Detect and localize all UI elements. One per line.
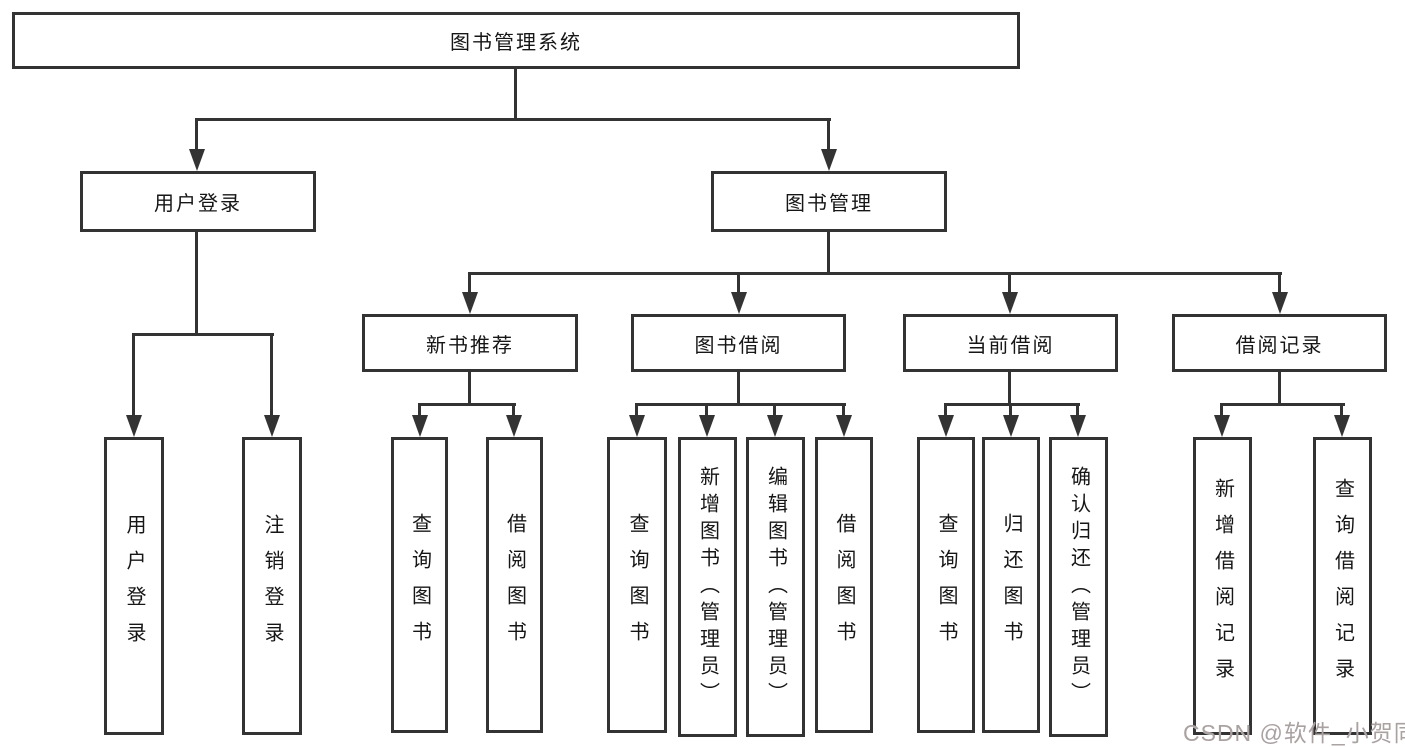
connector-current-rail: [944, 403, 1080, 406]
leaf-current-return: 归还图书: [982, 437, 1040, 733]
connector-arrow-stem: [512, 403, 515, 418]
arrowhead-down-icon: [126, 415, 142, 437]
node-borrow-records-label: 借阅记录: [1235, 334, 1324, 357]
connector-arrow-stem: [773, 403, 776, 418]
arrowhead-down-icon: [731, 292, 747, 314]
node-borrowing: 图书借阅: [631, 314, 846, 372]
leaf-records-add: 新增借阅记录: [1193, 437, 1252, 735]
connector-borrowing-rail: [635, 403, 846, 406]
connector-records-stem: [1278, 372, 1281, 406]
leaf-records-query: 查询借阅记录: [1313, 437, 1372, 735]
arrowhead-down-icon: [938, 415, 954, 437]
node-borrowing-label: 图书借阅: [694, 334, 783, 357]
leaf-borrowing-edit: 编辑图书（管理员）: [746, 437, 805, 737]
arrowhead-down-icon: [1214, 415, 1230, 437]
connector-arrow-stem: [842, 403, 845, 418]
leaf-label: 查询图书: [935, 513, 957, 657]
node-current-borrow-label: 当前借阅: [966, 334, 1055, 357]
leaf-user-login: 用户登录: [104, 437, 164, 735]
connector-records-rail: [1220, 403, 1345, 406]
leaf-newbooks-query: 查询图书: [391, 437, 448, 733]
leaf-borrowing-borrow: 借阅图书: [815, 437, 873, 733]
leaf-borrowing-query: 查询图书: [607, 437, 667, 733]
leaf-logout: 注销登录: [242, 437, 302, 735]
arrowhead-down-icon: [264, 415, 280, 437]
leaf-label: 新增图书（管理员）: [696, 465, 719, 709]
arrowhead-down-icon: [1334, 415, 1350, 437]
arrowhead-down-icon: [462, 292, 478, 314]
connector-level3-rail: [468, 272, 1282, 275]
connector-borrowing-stem: [737, 372, 740, 406]
arrowhead-down-icon: [412, 415, 428, 437]
leaf-label: 归还图书: [1000, 513, 1022, 657]
connector-newbooks-rail: [418, 403, 516, 406]
connector-mgmt-stem: [827, 232, 830, 275]
leaf-borrowing-add: 新增图书（管理员）: [678, 437, 737, 737]
connector-user-stem: [195, 232, 198, 335]
connector-arrow-stem: [635, 403, 638, 418]
connector-level2-rail: [195, 118, 831, 121]
leaf-current-query: 查询图书: [917, 437, 975, 733]
leaf-label: 用户登录: [123, 514, 145, 658]
connector-root-stem: [514, 68, 517, 120]
connector-arrow-stem: [270, 333, 273, 417]
node-root: 图书管理系统: [12, 12, 1020, 69]
connector-arrow-stem: [1220, 403, 1223, 418]
leaf-label: 查询图书: [626, 513, 648, 657]
arrowhead-down-icon: [1070, 415, 1086, 437]
leaf-label: 编辑图书（管理员）: [764, 465, 787, 709]
leaf-label: 查询图书: [408, 513, 431, 657]
connector-arrow-stem: [418, 403, 421, 418]
connector-arrow-stem: [1278, 272, 1281, 296]
connector-arrow-stem: [132, 333, 135, 417]
connector-arrow-stem: [944, 403, 947, 418]
arrowhead-down-icon: [767, 415, 783, 437]
connector-arrow-stem: [195, 118, 198, 153]
node-new-books: 新书推荐: [362, 314, 578, 372]
connector-newbooks-stem: [468, 372, 471, 406]
connector-arrow-stem: [468, 272, 471, 296]
csdn-watermark: CSDN @软件_小贺同学: [1183, 720, 1405, 746]
arrowhead-down-icon: [821, 149, 837, 171]
connector-current-stem: [1008, 372, 1011, 406]
connector-arrow-stem: [827, 118, 830, 153]
connector-user-rail: [132, 333, 274, 336]
node-current-borrow: 当前借阅: [903, 314, 1118, 372]
connector-arrow-stem: [1009, 403, 1012, 418]
node-user-login-label: 用户登录: [154, 193, 242, 215]
arrowhead-down-icon: [1272, 292, 1288, 314]
arrowhead-down-icon: [1003, 415, 1019, 437]
leaf-label: 确认归还（管理员）: [1067, 465, 1090, 709]
node-book-mgmt-label: 图书管理: [785, 193, 873, 215]
connector-arrow-stem: [705, 403, 708, 418]
arrowhead-down-icon: [189, 149, 205, 171]
leaf-label: 查询借阅记录: [1331, 478, 1354, 694]
leaf-label: 新增借阅记录: [1211, 478, 1234, 694]
node-borrow-records: 借阅记录: [1172, 314, 1387, 372]
arrowhead-down-icon: [699, 415, 715, 437]
node-new-books-label: 新书推荐: [426, 334, 514, 357]
leaf-newbooks-borrow: 借阅图书: [486, 437, 543, 733]
leaf-label: 注销登录: [261, 514, 283, 658]
leaf-current-confirm: 确认归还（管理员）: [1049, 437, 1108, 737]
connector-arrow-stem: [737, 272, 740, 296]
arrowhead-down-icon: [506, 415, 522, 437]
leaf-label: 借阅图书: [833, 513, 855, 657]
arrowhead-down-icon: [1002, 292, 1018, 314]
node-root-label: 图书管理系统: [450, 32, 582, 54]
arrowhead-down-icon: [836, 415, 852, 437]
node-user-login: 用户登录: [80, 171, 316, 232]
node-book-mgmt: 图书管理: [711, 171, 947, 232]
arrowhead-down-icon: [629, 415, 645, 437]
connector-arrow-stem: [1076, 403, 1079, 418]
connector-arrow-stem: [1008, 272, 1011, 296]
leaf-label: 借阅图书: [503, 513, 526, 657]
connector-arrow-stem: [1340, 403, 1343, 418]
